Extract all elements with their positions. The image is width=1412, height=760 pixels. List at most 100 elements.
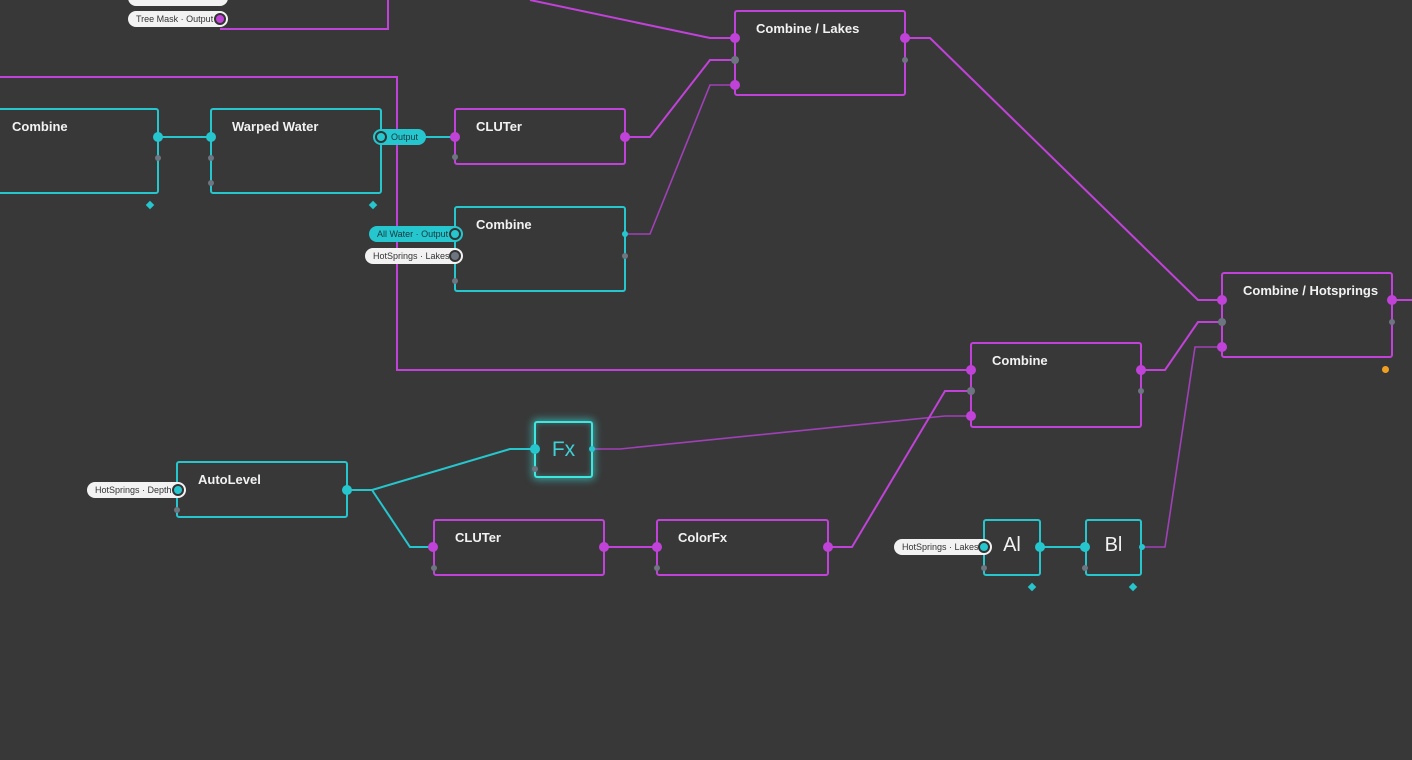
wire-top-to-lakes <box>529 0 735 39</box>
node-title: Warped Water <box>232 119 319 134</box>
port-combine-hotsprings-in-3[interactable] <box>1217 342 1227 352</box>
port-autolevel-in-2[interactable] <box>174 507 180 513</box>
port-combine-lower-out[interactable] <box>1136 365 1146 375</box>
node-al-label: Al <box>1003 534 1021 556</box>
node-fx-label: Fx <box>551 438 576 461</box>
port-combine-lakes-out[interactable] <box>900 33 910 43</box>
tag-partial-top <box>128 0 228 6</box>
tag-all-water-port[interactable] <box>449 228 461 240</box>
port-al-out[interactable] <box>1035 542 1045 552</box>
port-combine-lower-in-1[interactable] <box>966 365 976 375</box>
port-cluter-top-in-2[interactable] <box>452 154 458 160</box>
tag-hotsprings-lakes-1-port[interactable] <box>449 250 461 262</box>
node-bl[interactable]: Bl <box>1085 519 1142 576</box>
tag-hotsprings-lakes-2-port[interactable] <box>978 541 990 553</box>
tag-all-water-label: All Water · Output <box>377 229 449 239</box>
port-combine-lakes-in-1[interactable] <box>730 33 740 43</box>
port-bl-out[interactable] <box>1139 544 1145 550</box>
tag-output[interactable]: Output <box>373 129 426 145</box>
tag-tree-mask-label: Tree Mask · Output <box>136 14 214 24</box>
node-title: CLUTer <box>455 530 501 545</box>
port-colorfx-in[interactable] <box>652 542 662 552</box>
node-colorfx[interactable]: ColorFx <box>656 519 829 576</box>
port-autolevel-out[interactable] <box>342 485 352 495</box>
port-al-in-2[interactable] <box>981 565 987 571</box>
tag-output-label: Output <box>391 132 419 142</box>
port-cluter-bottom-in[interactable] <box>428 542 438 552</box>
wire-combine-to-hotsprings <box>1141 321 1222 371</box>
wire-fx-to-combine <box>592 415 970 450</box>
port-combine-middle-out[interactable] <box>622 231 628 237</box>
node-title: CLUTer <box>476 119 522 134</box>
tag-hotsprings-lakes-1-label: HotSprings · Lakes <box>373 251 450 261</box>
tag-hotsprings-lakes-2[interactable]: HotSprings · Lakes <box>894 539 992 555</box>
wire-cluter-to-lakes <box>625 59 735 138</box>
port-combine-left-out[interactable] <box>153 132 163 142</box>
port-combine-hotsprings-in-1[interactable] <box>1217 295 1227 305</box>
node-cluter-top[interactable]: CLUTer <box>454 108 626 165</box>
port-combine-hotsprings-in-2[interactable] <box>1218 318 1226 326</box>
port-cluter-top-out[interactable] <box>620 132 630 142</box>
tag-hotsprings-depth-port[interactable] <box>172 484 184 496</box>
port-combine-hotsprings-aux[interactable] <box>1389 319 1395 325</box>
wire-lakes-to-hotsprings <box>905 37 1222 301</box>
port-combine-lakes-in-2[interactable] <box>731 56 739 64</box>
node-title: Combine <box>992 353 1048 368</box>
port-warped-water-in[interactable] <box>206 132 216 142</box>
port-fx-in-2[interactable] <box>532 466 538 472</box>
node-title: Combine / Hotsprings <box>1243 283 1379 298</box>
tag-hotsprings-lakes-2-label: HotSprings · Lakes <box>902 542 979 552</box>
port-bl-in-2[interactable] <box>1082 565 1088 571</box>
node-combine-lower[interactable]: Combine <box>970 342 1142 428</box>
port-fx-in[interactable] <box>530 444 540 454</box>
node-title: Combine / Lakes <box>756 21 860 36</box>
node-bl-label: Bl <box>1104 534 1123 556</box>
port-cluter-bottom-in-2[interactable] <box>431 565 437 571</box>
port-warped-water-in-2[interactable] <box>208 155 214 161</box>
wire-top-loop <box>0 76 970 371</box>
node-fx[interactable]: Fx <box>534 421 593 478</box>
tag-hotsprings-depth-label: HotSprings · Depth <box>95 485 172 495</box>
tag-hotsprings-depth[interactable]: HotSprings · Depth <box>87 482 186 498</box>
wire-bl-to-hotsprings <box>1142 346 1222 548</box>
combine-hotsprings-status-dot <box>1382 366 1389 373</box>
port-combine-lakes-in-3[interactable] <box>730 80 740 90</box>
port-combine-lower-aux[interactable] <box>1138 388 1144 394</box>
wire-combine-mid-to-lakes <box>625 84 735 235</box>
port-cluter-top-in[interactable] <box>450 132 460 142</box>
port-combine-lower-in-2[interactable] <box>967 387 975 395</box>
wire-tree-mask <box>220 0 389 30</box>
node-autolevel[interactable]: AutoLevel <box>176 461 348 518</box>
node-cluter-bottom[interactable]: CLUTer <box>433 519 605 576</box>
wire-autolevel-to-cluter <box>371 489 433 548</box>
port-combine-left-aux[interactable] <box>155 155 161 161</box>
port-combine-hotsprings-out[interactable] <box>1387 295 1397 305</box>
node-warped-water[interactable]: Warped Water <box>210 108 382 194</box>
node-title: AutoLevel <box>198 472 261 487</box>
tag-all-water[interactable]: All Water · Output <box>369 226 463 242</box>
port-cluter-bottom-out[interactable] <box>599 542 609 552</box>
port-warped-water-in-3[interactable] <box>208 180 214 186</box>
node-title: Combine <box>476 217 532 232</box>
node-combine-left[interactable]: Combine <box>0 108 159 194</box>
port-combine-lakes-aux[interactable] <box>902 57 908 63</box>
port-combine-middle-aux[interactable] <box>622 253 628 259</box>
wire-autolevel-to-fx <box>347 448 535 491</box>
port-colorfx-in-2[interactable] <box>654 565 660 571</box>
port-colorfx-out[interactable] <box>823 542 833 552</box>
port-bl-in[interactable] <box>1080 542 1090 552</box>
port-combine-middle-in-3[interactable] <box>452 278 458 284</box>
wire-colorfx-to-combine <box>828 390 970 548</box>
node-combine-lakes[interactable]: Combine / Lakes <box>734 10 906 96</box>
node-title: ColorFx <box>678 530 728 545</box>
port-fx-out[interactable] <box>589 446 595 452</box>
node-al[interactable]: Al <box>983 519 1041 576</box>
port-combine-lower-in-3[interactable] <box>966 411 976 421</box>
tag-hotsprings-lakes-1[interactable]: HotSprings · Lakes <box>365 248 463 264</box>
node-combine-hotsprings[interactable]: Combine / Hotsprings <box>1221 272 1393 358</box>
tag-output-port[interactable] <box>375 131 387 143</box>
node-combine-middle[interactable]: Combine <box>454 206 626 292</box>
tag-tree-mask[interactable]: Tree Mask · Output <box>128 11 228 27</box>
tag-tree-mask-port[interactable] <box>214 13 226 25</box>
node-title: Combine <box>12 119 68 134</box>
